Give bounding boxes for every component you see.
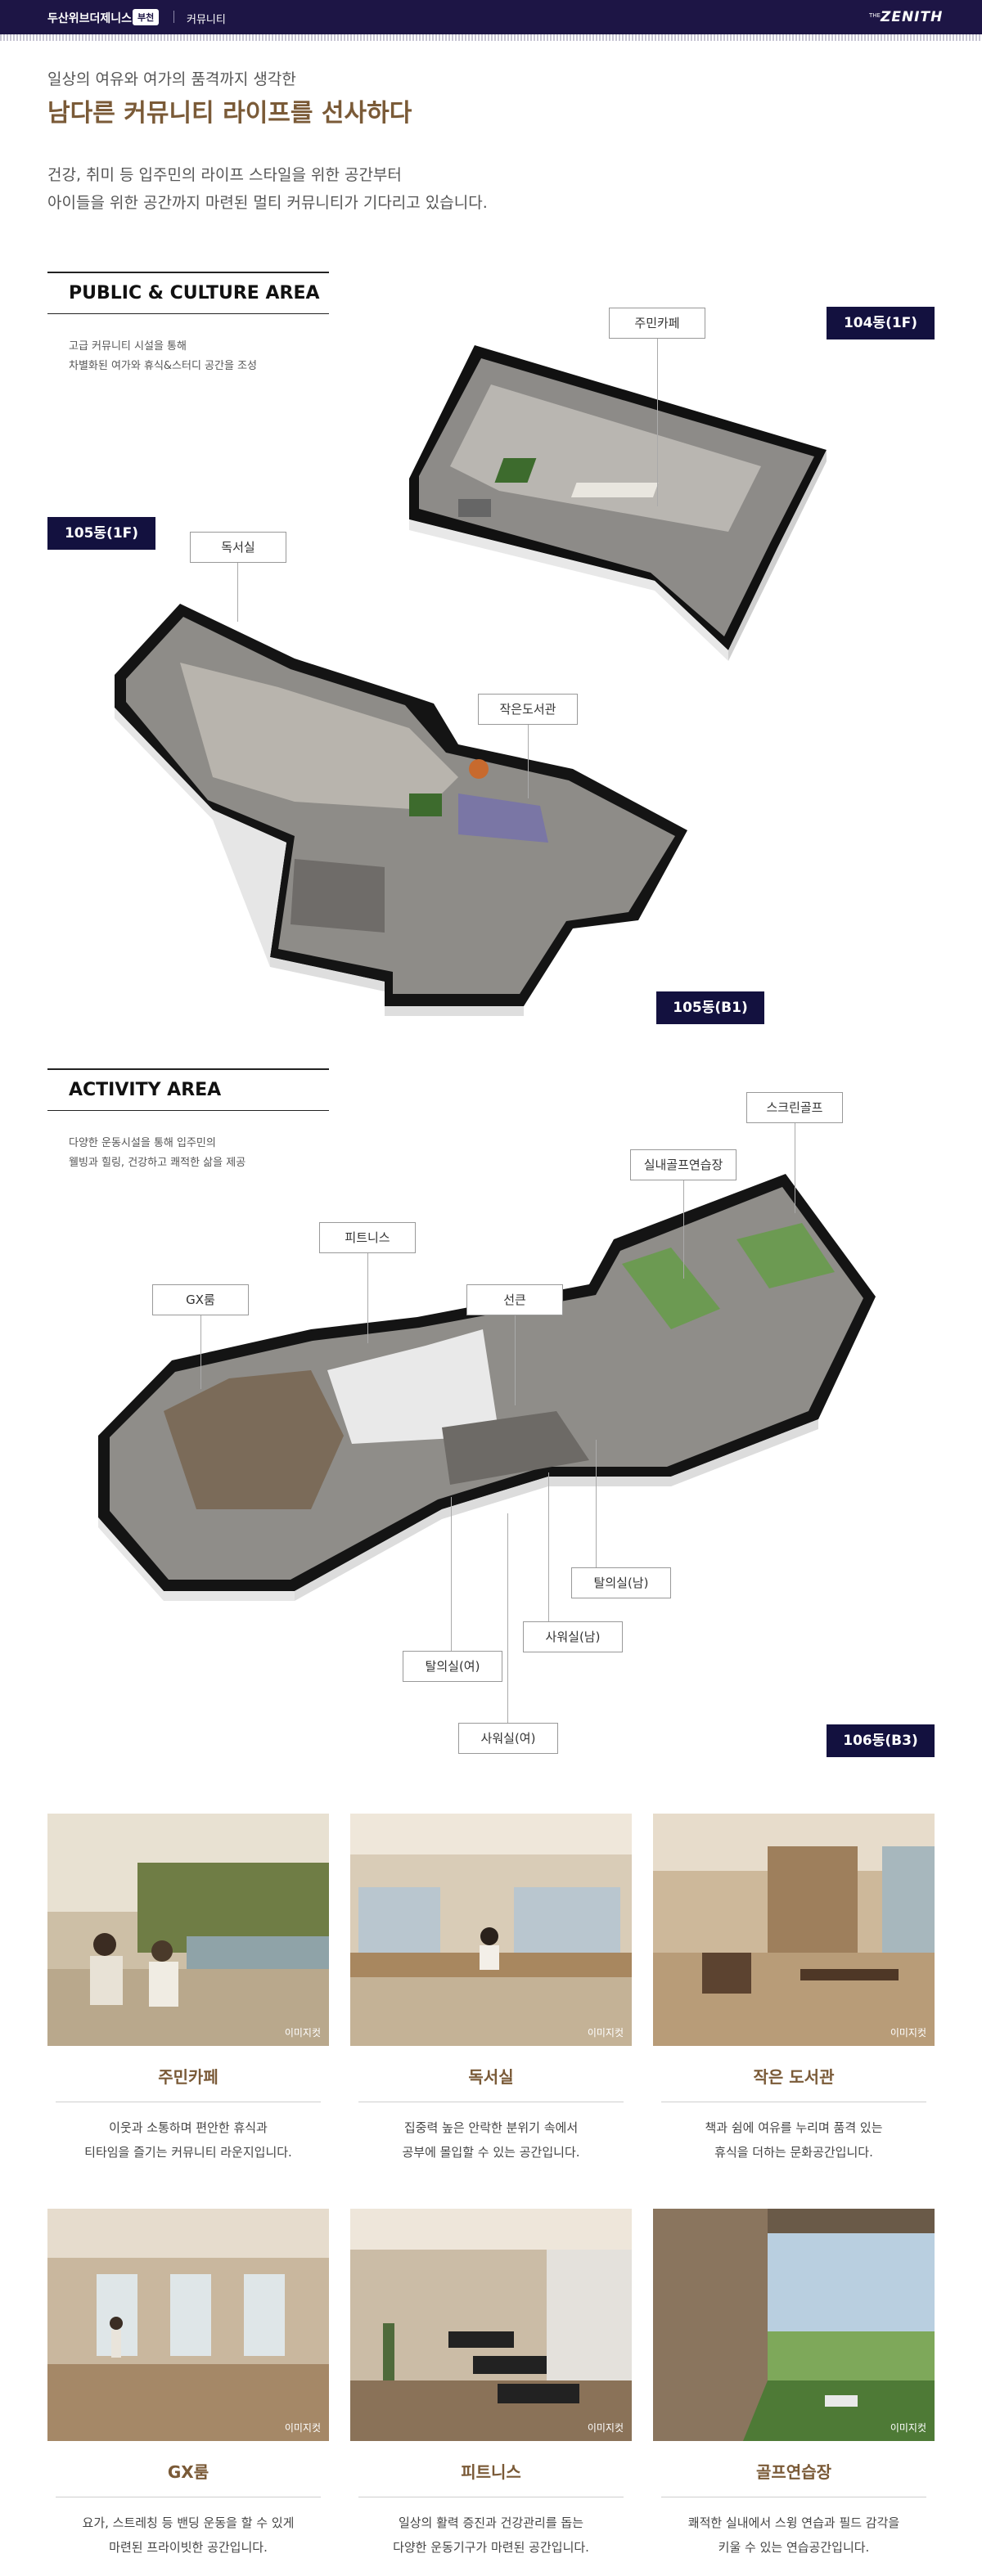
leader-fitness bbox=[367, 1253, 368, 1343]
label-fitness[interactable]: 피트니스 bbox=[319, 1222, 416, 1253]
card-desc-line1: 요가, 스트레칭 등 밴딩 운동을 할 수 있게 bbox=[82, 2515, 295, 2530]
leader-womens-shower bbox=[507, 1513, 508, 1723]
card-desc-line1: 집중력 높은 안락한 분위기 속에서 bbox=[403, 2120, 579, 2135]
card-title: 피트니스 bbox=[461, 2462, 521, 2482]
activity-area-title: ACTIVITY AREA bbox=[47, 1068, 329, 1111]
card-desc-line1: 이웃과 소통하며 편안한 휴식과 bbox=[109, 2120, 268, 2135]
card-study-room: 이미지컷 독서실 집중력 높은 안락한 분위기 속에서 공부에 몰입할 수 있는… bbox=[350, 1814, 632, 2165]
activity-floor-plan bbox=[98, 1174, 876, 1601]
card-title: 작은 도서관 bbox=[753, 2067, 835, 2087]
photo-small-library: 이미지컷 bbox=[653, 1814, 935, 2046]
public-area-title: PUBLIC & CULTURE AREA bbox=[47, 272, 329, 314]
card-description: 집중력 높은 안락한 분위기 속에서 공부에 몰입할 수 있는 공간입니다. bbox=[350, 2115, 632, 2165]
card-desc-line2: 휴식을 더하는 문화공간입니다. bbox=[714, 2145, 873, 2160]
intro-subtitle: 일상의 여유와 여가의 품격까지 생각한 bbox=[47, 70, 296, 88]
intro-desc-line1: 건강, 취미 등 입주민의 라이프 스타일을 위한 공간부터 bbox=[47, 166, 402, 184]
cafe-floor-plan bbox=[409, 345, 827, 661]
card-description: 일상의 활력 증진과 건강관리를 돕는 다양한 운동기구가 마련된 공간입니다. bbox=[350, 2511, 632, 2560]
card-small-library: 이미지컷 작은 도서관 책과 쉼에 여유를 누리며 품격 있는 휴식을 더하는 … bbox=[653, 1814, 935, 2165]
image-cut-tag: 이미지컷 bbox=[890, 2027, 926, 2039]
badge-105-1f: 105동(1F) bbox=[47, 517, 155, 550]
leader-sunken bbox=[515, 1315, 516, 1405]
header-pattern-strip bbox=[0, 34, 982, 41]
label-womens-locker[interactable]: 탈의실(여) bbox=[403, 1651, 502, 1682]
activity-area-title-text: ACTIVITY AREA bbox=[69, 1080, 222, 1100]
card-gx-room: 이미지컷 GX룸 요가, 스트레칭 등 밴딩 운동을 할 수 있게 마련된 프라… bbox=[47, 2209, 329, 2560]
image-cut-tag: 이미지컷 bbox=[890, 2422, 926, 2434]
image-cut-tag: 이미지컷 bbox=[587, 2027, 624, 2039]
image-cut-tag: 이미지컷 bbox=[587, 2422, 624, 2434]
public-area-description: 고급 커뮤니티 시설을 통해 차별화된 여가와 휴식&스터디 공간을 조성 bbox=[69, 337, 257, 376]
card-title: GX룸 bbox=[167, 2462, 209, 2482]
badge-106-b3: 106동(B3) bbox=[827, 1724, 935, 1757]
photo-gx-room: 이미지컷 bbox=[47, 2209, 329, 2441]
card-desc-line1: 쾌적한 실내에서 스윙 연습과 필드 감각을 bbox=[687, 2515, 900, 2530]
card-desc-line1: 일상의 활력 증진과 건강관리를 돕는 bbox=[398, 2515, 584, 2530]
leader-mens-locker bbox=[596, 1440, 597, 1567]
activity-area-description: 다양한 운동시설을 통해 입주민의 웰빙과 힐링, 건강하고 쾌적한 삶을 제공 bbox=[69, 1134, 246, 1173]
photo-resident-cafe: 이미지컷 bbox=[47, 1814, 329, 2046]
logo-main-text: ZENITH bbox=[881, 9, 944, 25]
top-bar: 두산위브더제니스 부천 커뮤니티 THE ZENITH bbox=[0, 0, 982, 34]
public-desc-line2: 차별화된 여가와 휴식&스터디 공간을 조성 bbox=[69, 360, 257, 372]
label-gx-room[interactable]: GX룸 bbox=[152, 1284, 249, 1315]
leader-small-library bbox=[528, 725, 529, 798]
zenith-logo[interactable]: THE ZENITH bbox=[869, 7, 943, 29]
label-womens-shower[interactable]: 사워실(여) bbox=[458, 1723, 558, 1754]
card-description: 책과 쉼에 여유를 누리며 품격 있는 휴식을 더하는 문화공간입니다. bbox=[653, 2115, 935, 2165]
badge-104-1f: 104동(1F) bbox=[827, 307, 935, 339]
card-desc-line2: 다양한 운동기구가 마련된 공간입니다. bbox=[393, 2540, 589, 2555]
brand-name[interactable]: 두산위브더제니스 bbox=[47, 12, 133, 25]
card-desc-line2: 마련된 프라이빗한 공간입니다. bbox=[109, 2540, 268, 2555]
leader-study-room bbox=[237, 563, 238, 622]
intro-headline: 남다른 커뮤니티 라이프를 선사하다 bbox=[47, 99, 412, 128]
intro-description: 건강, 취미 등 입주민의 라이프 스타일을 위한 공간부터 아이들을 위한 공… bbox=[47, 161, 488, 217]
photo-golf-practice: 이미지컷 bbox=[653, 2209, 935, 2441]
public-area-title-text: PUBLIC & CULTURE AREA bbox=[69, 283, 320, 303]
card-desc-line2: 공부에 몰입할 수 있는 공간입니다. bbox=[402, 2145, 580, 2160]
card-description: 요가, 스트레칭 등 밴딩 운동을 할 수 있게 마련된 프라이빗한 공간입니다… bbox=[47, 2511, 329, 2560]
card-fitness: 이미지컷 피트니스 일상의 활력 증진과 건강관리를 돕는 다양한 운동기구가 … bbox=[350, 2209, 632, 2560]
card-title: 주민카페 bbox=[158, 2067, 218, 2087]
image-cut-tag: 이미지컷 bbox=[284, 2422, 321, 2434]
card-desc-line2: 키울 수 있는 연습공간입니다. bbox=[718, 2540, 870, 2555]
brand-region-badge: 부천 bbox=[133, 9, 160, 25]
library-floor-plan bbox=[115, 604, 687, 1016]
leader-indoor-golf bbox=[683, 1180, 684, 1279]
badge-105-b1: 105동(B1) bbox=[656, 991, 764, 1024]
card-title: 골프연습장 bbox=[756, 2462, 831, 2482]
intro-desc-line2: 아이들을 위한 공간까지 마련된 멀티 커뮤니티가 기다리고 있습니다. bbox=[47, 194, 488, 212]
card-resident-cafe: 이미지컷 주민카페 이웃과 소통하며 편안한 휴식과 티타임을 즐기는 커뮤니티… bbox=[47, 1814, 329, 2165]
leader-womens-locker bbox=[451, 1497, 452, 1651]
label-indoor-golf[interactable]: 실내골프연습장 bbox=[630, 1149, 736, 1180]
card-description: 쾌적한 실내에서 스윙 연습과 필드 감각을 키울 수 있는 연습공간입니다. bbox=[653, 2511, 935, 2560]
logo-the-text: THE bbox=[869, 12, 881, 19]
label-study-room[interactable]: 독서실 bbox=[190, 532, 286, 563]
nav-divider bbox=[173, 11, 174, 23]
label-sunken[interactable]: 선큰 bbox=[466, 1284, 563, 1315]
card-desc-line2: 티타임을 즐기는 커뮤니티 라운지입니다. bbox=[84, 2145, 292, 2160]
card-title: 독서실 bbox=[468, 2067, 514, 2087]
leader-gx-room bbox=[200, 1315, 201, 1389]
leader-mens-shower bbox=[548, 1472, 549, 1621]
label-resident-cafe[interactable]: 주민카페 bbox=[609, 308, 705, 339]
label-screen-golf[interactable]: 스크린골프 bbox=[746, 1092, 843, 1123]
card-description: 이웃과 소통하며 편안한 휴식과 티타임을 즐기는 커뮤니티 라운지입니다. bbox=[47, 2115, 329, 2165]
public-desc-line1: 고급 커뮤니티 시설을 통해 bbox=[69, 340, 187, 353]
activity-desc-line1: 다양한 운동시설을 통해 입주민의 bbox=[69, 1137, 216, 1149]
photo-fitness: 이미지컷 bbox=[350, 2209, 632, 2441]
label-mens-shower[interactable]: 사워실(남) bbox=[523, 1621, 623, 1652]
photo-study-room: 이미지컷 bbox=[350, 1814, 632, 2046]
card-golf-practice: 이미지컷 골프연습장 쾌적한 실내에서 스윙 연습과 필드 감각을 키울 수 있… bbox=[653, 2209, 935, 2560]
activity-desc-line2: 웰빙과 힐링, 건강하고 쾌적한 삶을 제공 bbox=[69, 1157, 246, 1169]
leader-cafe bbox=[657, 339, 658, 506]
image-cut-tag: 이미지컷 bbox=[284, 2027, 321, 2039]
label-mens-locker[interactable]: 탈의실(남) bbox=[571, 1567, 671, 1598]
label-small-library[interactable]: 작은도서관 bbox=[478, 694, 578, 725]
nav-community-link[interactable]: 커뮤니티 bbox=[187, 14, 226, 26]
card-desc-line1: 책과 쉼에 여유를 누리며 품격 있는 bbox=[705, 2120, 883, 2135]
